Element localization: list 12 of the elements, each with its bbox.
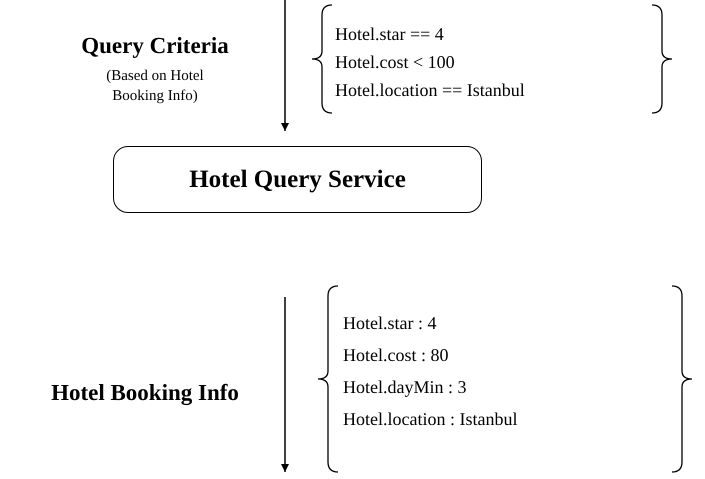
label: Hotel.star == 4	[335, 22, 444, 46]
label: Hotel.cost : 80	[343, 344, 448, 367]
label: (Based on Hotel Booking Info)	[105, 67, 205, 106]
process-box	[113, 146, 482, 213]
label: Hotel.dayMin : 3	[343, 376, 466, 399]
label: Hotel.star : 4	[343, 312, 436, 335]
heading: Query Criteria	[81, 32, 229, 60]
label: Hotel.location : Istanbul	[343, 408, 518, 431]
label: Hotel.location == Istanbul	[335, 78, 525, 102]
label: Hotel.cost < 100	[335, 50, 455, 74]
box-title: Hotel Query Service	[189, 166, 406, 194]
heading: Hotel Booking Info	[51, 379, 239, 408]
